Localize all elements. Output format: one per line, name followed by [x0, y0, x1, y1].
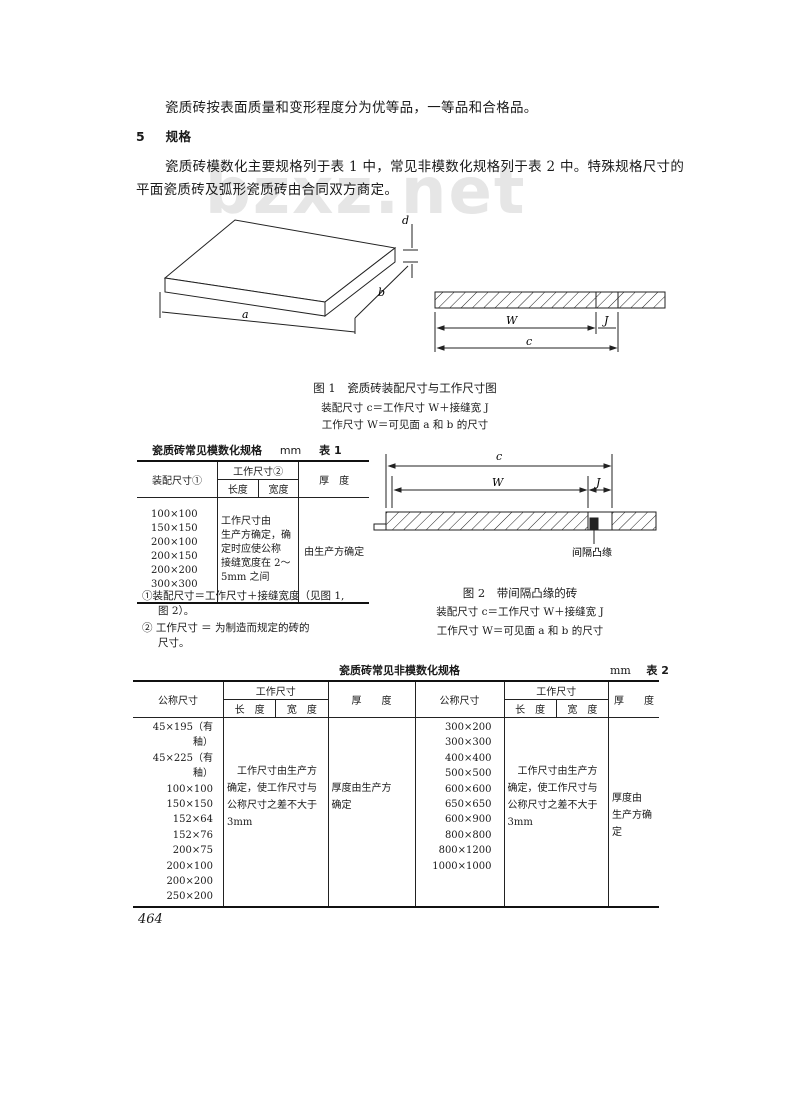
tile-section-view — [434, 291, 666, 352]
t2-left-work: 工作尺寸由生产方 确定，使工作尺寸与 公称尺寸之差不大于 3mm — [223, 716, 329, 908]
t1-h-width: 宽度 — [257, 479, 300, 498]
t2-h-work-l: 工作尺寸 — [223, 680, 329, 700]
table1-unit: mm — [279, 444, 302, 457]
t2-h-width-l: 宽 度 — [275, 699, 329, 718]
fig2-section — [373, 454, 657, 544]
fig2-label-spacer: 间隔凸缘 — [572, 546, 612, 559]
table1-number: 表 1 — [319, 444, 342, 457]
figure1-caption: 图 1 瓷质砖装配尺寸与工作尺寸图 — [313, 381, 497, 395]
label-a: a — [242, 308, 249, 321]
t2-h-thick-r: 厚 度 — [608, 680, 659, 718]
label-b: b — [378, 286, 385, 299]
t2-h-work-r: 工作尺寸 — [503, 680, 609, 700]
section-heading: 5 规格 — [136, 126, 191, 145]
t2-right-thick: 厚度由 生产方确 定 — [608, 716, 659, 908]
t2-h-length-r: 长 度 — [503, 699, 557, 718]
t2-h-nominal-l: 公称尺寸 — [133, 680, 224, 718]
fig2-label-c: c — [496, 450, 502, 463]
figure1-note1: 装配尺寸 c＝工作尺寸 W＋接缝宽 J — [321, 402, 489, 414]
label-d: d — [402, 214, 409, 227]
t1-work-desc: 工作尺寸由 生产方确定，确 定时应使公称 接缝宽度在 2～ 5mm 之间 — [216, 497, 300, 604]
t1-sizes: 100×100 150×150 200×100 200×150 200×200 … — [137, 497, 218, 604]
t2-right-sizes: 300×200 300×300 400×400 500×500 600×600 … — [414, 716, 505, 908]
figure1-note2: 工作尺寸 W＝可见面 a 和 b 的尺寸 — [321, 419, 489, 431]
t2-h-thick-l: 厚 度 — [327, 680, 416, 718]
figure2-note1: 装配尺寸 c＝工作尺寸 W＋接缝宽 J — [436, 606, 604, 618]
t2-h-nominal-r: 公称尺寸 — [414, 680, 505, 718]
figure1-drawing: d b a W J c — [159, 214, 666, 352]
label-W: W — [506, 314, 519, 327]
section-title: 规格 — [165, 129, 192, 144]
table2-unit: mm — [610, 664, 631, 677]
t1-thick-desc: 由生产方确定 — [298, 497, 369, 604]
t2-left-sizes: 45×195（有釉） 45×225（有釉） 100×100 150×150 15… — [133, 716, 224, 908]
fig2-label-W: W — [492, 476, 505, 489]
t1-footnote2-line2: 尺寸。 — [158, 637, 190, 649]
t1-h-thick: 厚 度 — [298, 460, 369, 498]
table2-unit-row: mm 表 2 — [610, 662, 669, 678]
watermark: bzxz.net — [205, 155, 527, 229]
t1-footnote1-line2: 图 2）。 — [158, 605, 195, 617]
table2: 公称尺寸 工作尺寸 厚 度 公称尺寸 工作尺寸 厚 度 长 度 宽 度 长 度 … — [133, 680, 659, 908]
section-number: 5 — [136, 129, 145, 144]
label-c: c — [526, 335, 532, 348]
t2-left-thick: 厚度由生产方 确定 — [327, 716, 416, 908]
t2-right-work: 工作尺寸由生产方 确定，使工作尺寸与 公称尺寸之差不大于 3mm — [503, 716, 609, 908]
t1-h-assembly: 装配尺寸① — [137, 460, 218, 498]
t1-footnote1-line1: ①装配尺寸＝工作尺寸＋接缝宽度（见图 1, — [142, 590, 345, 602]
figure2-caption: 图 2 带间隔凸缘的砖 — [462, 586, 578, 600]
page-number: 464 — [138, 912, 163, 927]
t1-h-work: 工作尺寸② — [216, 460, 300, 480]
table1-title-row: 瓷质砖常见模数化规格 mm 表 1 — [152, 442, 342, 458]
t2-h-width-r: 宽 度 — [555, 699, 610, 718]
paragraph-specs-line2: 平面瓷质砖及弧形瓷质砖由合同双方商定。 — [136, 182, 399, 198]
table1-title: 瓷质砖常见模数化规格 — [152, 444, 262, 457]
t2-h-length-l: 长 度 — [222, 699, 277, 718]
label-J: J — [602, 314, 609, 327]
table2-title: 瓷质砖常见非模数化规格 — [339, 664, 460, 677]
figure2-note2: 工作尺寸 W＝可见面 a 和 b 的尺寸 — [436, 625, 604, 637]
tile-3d-view — [159, 219, 418, 334]
paragraph-specs-line1: 瓷质砖模数化主要规格列于表 1 中，常见非模数化规格列于表 2 中。特殊规格尺寸… — [165, 159, 685, 175]
figure2-drawing: c W J 间隔凸缘 — [373, 450, 657, 559]
fig2-label-J: J — [594, 476, 601, 489]
t1-footnote2-line1: ② 工作尺寸 ＝ 为制造而规定的砖的 — [142, 622, 310, 634]
table2-number: 表 2 — [646, 664, 669, 677]
paragraph-grades: 瓷质砖按表面质量和变形程度分为优等品，一等品和合格品。 — [165, 100, 538, 116]
table1: 装配尺寸① 工作尺寸② 厚 度 长度 宽度 100×100 150×150 20… — [137, 460, 369, 604]
t1-h-length: 长度 — [217, 479, 259, 498]
